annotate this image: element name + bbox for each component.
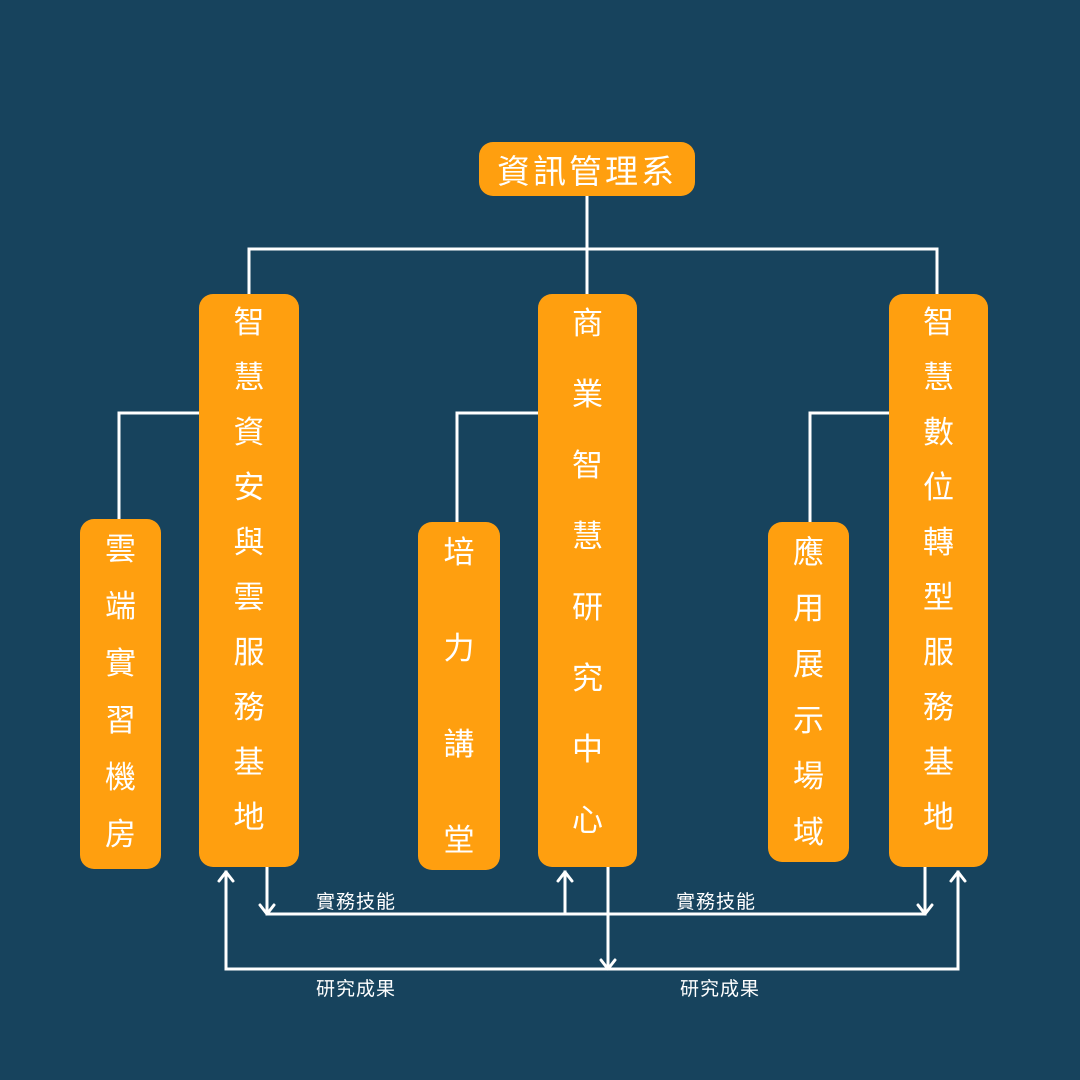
box-char: 商 <box>572 306 603 342</box>
box-char: 地 <box>923 800 954 836</box>
box-char: 慧 <box>572 519 603 555</box>
business-to-lecture <box>455 411 540 524</box>
box-char: 務 <box>233 690 265 726</box>
box-char: 服 <box>233 635 265 671</box>
box-char: 業 <box>572 377 603 413</box>
box-char: 雲 <box>105 532 136 568</box>
center-security-box: 智慧資安與雲服務基地 <box>199 294 299 867</box>
box-char: 機 <box>105 760 136 796</box>
facility-cloud-lab-box: 雲端實習機房 <box>80 519 161 869</box>
digital-to-showcase <box>808 411 891 524</box>
center-business-box: 商業智慧研究中心 <box>538 294 637 867</box>
root-box: 資訊管理系 <box>479 142 695 196</box>
security-to-cloud-lab <box>117 411 201 521</box>
box-char: 服 <box>923 635 954 671</box>
box-char: 培 <box>443 535 475 571</box>
arrow-head-up-security <box>217 870 235 883</box>
box-char: 基 <box>233 745 265 781</box>
box-char: 與 <box>233 525 265 561</box>
box-char: 應 <box>793 535 824 571</box>
arrow-head-down-digital-skills <box>916 903 934 916</box>
box-char: 端 <box>105 589 136 625</box>
label-research-left: 研究成果 <box>316 978 397 1000</box>
root-label: 資訊管理系 <box>497 152 677 191</box>
box-char: 地 <box>233 800 265 836</box>
arrow-head-down-security-skills <box>258 903 276 916</box>
box-char: 究 <box>572 661 603 697</box>
box-char: 場 <box>793 759 824 795</box>
box-char: 講 <box>443 727 475 763</box>
box-char: 務 <box>923 690 954 726</box>
box-char: 位 <box>923 470 954 506</box>
center-digital-box: 智慧數位轉型服務基地 <box>889 294 988 867</box>
box-char: 智 <box>572 448 603 484</box>
box-char: 慧 <box>923 360 954 396</box>
box-char: 堂 <box>443 823 475 859</box>
box-char: 安 <box>233 470 265 506</box>
box-char: 習 <box>105 703 136 739</box>
box-char: 心 <box>572 803 603 839</box>
box-char: 資 <box>233 415 265 451</box>
box-char: 基 <box>923 745 954 781</box>
box-char: 智 <box>233 305 265 341</box>
box-char: 轉 <box>923 525 954 561</box>
box-char: 用 <box>793 591 824 627</box>
box-char: 域 <box>793 815 824 851</box>
box-char: 示 <box>793 703 824 739</box>
box-char: 數 <box>923 415 954 451</box>
label-skills-right: 實務技能 <box>676 891 757 913</box>
box-char: 房 <box>105 817 136 853</box>
label-skills-left: 實務技能 <box>316 891 397 913</box>
box-char: 研 <box>572 590 603 626</box>
arrow-head-down-business-research <box>599 958 617 971</box>
box-char: 展 <box>793 647 824 683</box>
box-char: 智 <box>923 305 954 341</box>
label-research-right: 研究成果 <box>680 978 761 1000</box>
box-char: 實 <box>105 646 136 682</box>
box-char: 雲 <box>233 580 265 616</box>
facility-lecture-box: 培力講堂 <box>418 522 500 870</box>
box-char: 慧 <box>233 360 265 396</box>
box-char: 力 <box>443 631 475 667</box>
arrow-head-up-digital <box>949 870 967 883</box>
box-char: 中 <box>572 732 603 768</box>
box-char: 型 <box>923 580 954 616</box>
facility-showcase-box: 應用展示場域 <box>768 522 849 862</box>
arrow-head-up-business <box>556 870 574 883</box>
